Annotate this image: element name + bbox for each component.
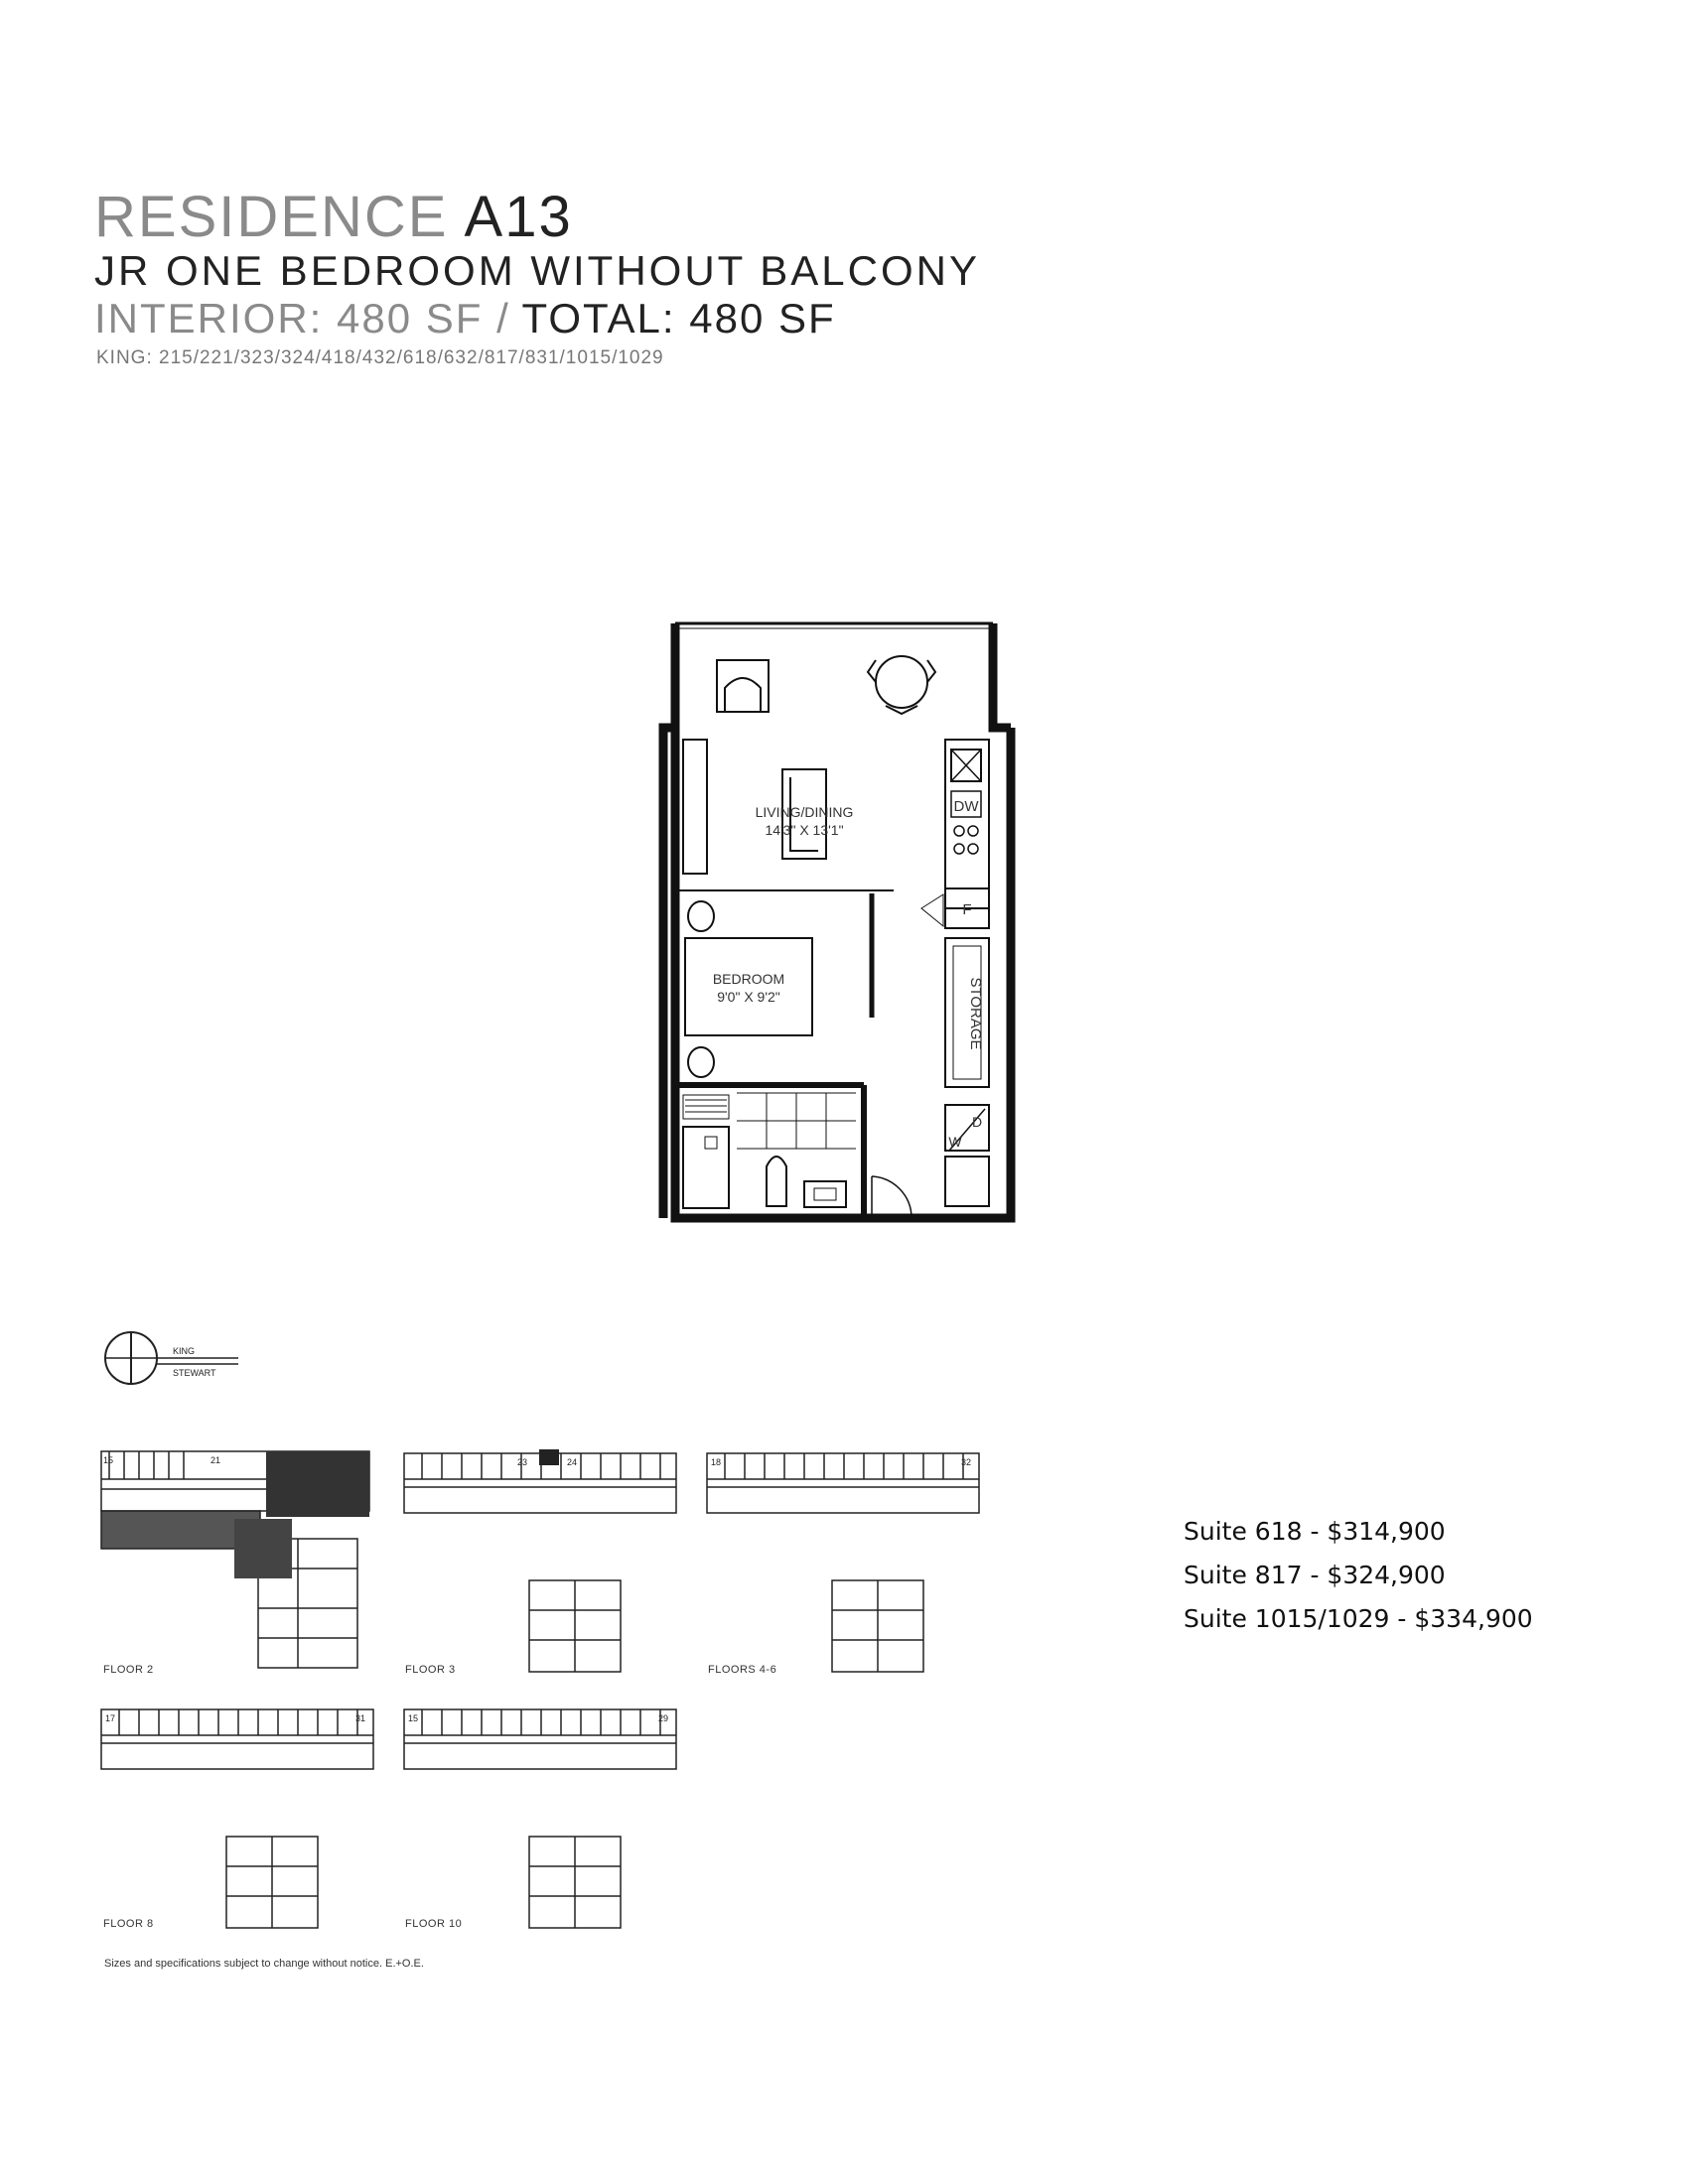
- vanity-sink: [803, 1180, 847, 1208]
- shower: [682, 1126, 730, 1209]
- price-suite-618: Suite 618 - $314,900: [1184, 1517, 1446, 1546]
- nightstand: [687, 900, 715, 932]
- keyplate-floor-10: 15 29: [403, 1708, 677, 1929]
- keyplate-floor-8: 17 31: [100, 1708, 374, 1929]
- washer-dryer: [944, 1104, 990, 1152]
- fridge: [944, 887, 990, 929]
- price-suite-1015-1029: Suite 1015/1029 - $334,900: [1184, 1604, 1533, 1633]
- king-unit-list: KING: 215/221/323/324/418/432/618/632/81…: [96, 347, 664, 368]
- street-stewart: STEWART: [173, 1368, 216, 1378]
- keyplate-label: FLOOR 8: [103, 1918, 154, 1930]
- area-line: INTERIOR: 480 SF / TOTAL: 480 SF: [94, 296, 836, 341]
- keyplate-label: FLOOR 10: [405, 1918, 463, 1930]
- bedroom-label: BEDROOM: [713, 971, 784, 987]
- keyplate-num-left: 17: [105, 1713, 115, 1723]
- living-dims: 14'3" X 13'1": [765, 822, 843, 838]
- keyplate-floor-2: 15 21: [100, 1450, 370, 1669]
- keyplate-num-right: 24: [567, 1457, 577, 1467]
- keyplate-floors-4-6: 18 32: [706, 1452, 980, 1673]
- dining-table: [875, 655, 928, 709]
- keyplate-num-left: 18: [711, 1457, 721, 1467]
- dishwasher-label: DW: [954, 798, 980, 815]
- armchair: [716, 659, 770, 713]
- street-king: KING: [173, 1346, 195, 1356]
- nightstand: [687, 1046, 715, 1078]
- exterior-wall-right-top: [988, 623, 1011, 733]
- residence-code: A13: [464, 185, 573, 249]
- floor-tiles: [737, 1092, 856, 1150]
- residence-word: RESIDENCE: [94, 185, 449, 249]
- keyplate-num-left: 23: [517, 1457, 527, 1467]
- unit-type: JR ONE BEDROOM WITHOUT BALCONY: [94, 247, 980, 294]
- keyplate-num-right: 21: [210, 1455, 220, 1465]
- exterior-wall: [670, 623, 1016, 1223]
- keyplate-num-left: 15: [408, 1713, 418, 1723]
- keyplate-label: FLOORS 4-6: [708, 1664, 777, 1676]
- keyplate-num-left: 15: [103, 1455, 113, 1465]
- disclaimer: Sizes and specifications subject to chan…: [104, 1958, 424, 1970]
- toilet: [766, 1156, 787, 1207]
- price-suite-817: Suite 817 - $324,900: [1184, 1561, 1446, 1589]
- closet: [944, 1156, 990, 1207]
- radiator: [682, 1094, 730, 1120]
- living-label: LIVING/DINING: [756, 804, 854, 820]
- storage-closet: [944, 937, 990, 1088]
- kitchen-counter: [944, 739, 990, 909]
- total-area: TOTAL: 480 SF: [521, 295, 836, 341]
- fridge-label: F: [962, 901, 971, 918]
- washer-label: W: [948, 1134, 962, 1150]
- keyplate-num-right: 29: [658, 1713, 668, 1723]
- storage-label: STORAGE: [967, 977, 984, 1049]
- exterior-wall-left-top: [658, 623, 680, 1218]
- dryer-label: D: [972, 1114, 982, 1130]
- keyplate-num-right: 31: [355, 1713, 365, 1723]
- kitchen-sink: [950, 749, 982, 782]
- residence-title: RESIDENCE A13: [94, 187, 573, 248]
- cooktop-burner: [953, 825, 965, 837]
- interior-area: INTERIOR: 480 SF /: [94, 295, 510, 341]
- bed: [684, 937, 813, 1036]
- floor-plan: LIVING/DINING 14'3" X 13'1" BEDROOM 9'0"…: [658, 621, 1016, 1223]
- entry-door: [871, 1175, 912, 1219]
- keyplate-num-right: 32: [961, 1457, 971, 1467]
- keyplate-label: FLOOR 2: [103, 1664, 154, 1676]
- compass: N KING STEWART: [104, 1331, 238, 1385]
- media-unit: [682, 739, 708, 875]
- bedroom-dims: 9'0" X 9'2": [717, 989, 780, 1005]
- keyplate-floor-3: 23 24: [403, 1449, 677, 1673]
- sofa: [781, 768, 827, 860]
- dishwasher: [950, 790, 982, 818]
- keyplate-label: FLOOR 3: [405, 1664, 456, 1676]
